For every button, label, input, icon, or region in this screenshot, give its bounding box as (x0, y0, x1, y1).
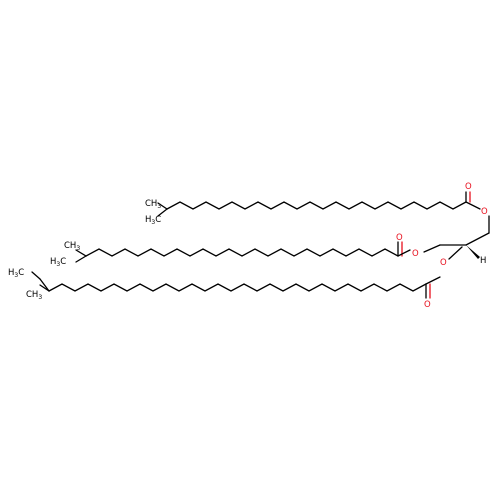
chain-2-branch-ethyl (75, 255, 87, 263)
glycerol-c2-o (448, 246, 463, 260)
wedge-bond (466, 245, 480, 259)
fatty-acid-chain-2 (75, 241, 411, 263)
fatty-acid-chain-3 (31, 271, 441, 299)
chain-3-terminal-h3c: H3C (8, 268, 24, 279)
glycerol-c3-o (423, 244, 441, 253)
chain-2-terminal-h3c: H3C (50, 257, 66, 268)
chain-1-backbone (166, 201, 467, 210)
chain-1-terminal-ch3: CH3 (145, 199, 161, 210)
chain-1-terminal-h3c: H3C (145, 215, 161, 226)
chain-3-terminal-ch3: CH3 (26, 290, 42, 301)
carbonyl-oxygen-2: O (396, 233, 403, 243)
chain-2-backbone (85, 248, 399, 257)
fatty-acid-chain-1 (157, 191, 481, 217)
ester-oxygen-3: O (440, 258, 447, 268)
ester-oxygen-2: O (412, 249, 419, 259)
glycerol-backbone (423, 215, 490, 260)
chain-3-backbone (48, 283, 427, 292)
ester-bond-2 (397, 249, 411, 257)
chain-2-terminal-ch3: CH3 (64, 241, 80, 252)
stereo-hydrogen: H (480, 256, 486, 266)
ester-bond-1 (465, 201, 481, 210)
chain-2-branch-methyl (75, 249, 87, 257)
chain-1-branch-ethyl (157, 208, 168, 217)
ester-bond-3 (425, 276, 441, 285)
glycerol-c1-c2 (465, 232, 490, 246)
chain-3-branch-ethyl-1 (39, 278, 50, 292)
chain-1-branch-methyl (157, 202, 168, 210)
carbonyl-oxygen-3: O (424, 300, 431, 310)
chain-3-branch-ethyl-2 (31, 271, 41, 280)
carbonyl-oxygen-1: O (465, 182, 472, 192)
ester-oxygen-1: O (481, 207, 488, 217)
